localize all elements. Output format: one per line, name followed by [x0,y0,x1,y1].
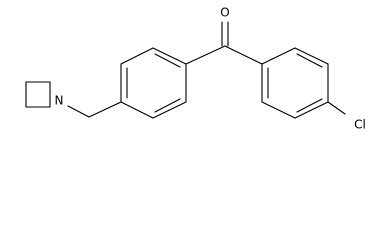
bond [327,101,346,115]
bond [88,101,122,118]
chemical-structure: O N Cl [25,6,366,132]
nitrogen-atom-label: N [55,94,64,108]
bond [67,105,90,118]
aromatic-bond [296,98,323,113]
benzene-ring-right [261,47,329,119]
bond [261,101,296,119]
bond [261,47,296,65]
methylene-linker [67,101,122,118]
chlorine-atom-label: Cl [354,118,366,132]
azetidine-ring [25,81,51,108]
bond [120,101,154,119]
bond [152,101,187,119]
aromatic-bond [296,53,323,68]
bond [185,45,226,65]
bond [152,47,187,65]
aromatic-bond [154,53,181,68]
bond [294,47,329,65]
aromatic-bond [154,98,181,113]
bond [224,45,263,65]
bond [120,47,154,65]
oxygen-atom-label: O [220,6,229,20]
bond [294,101,329,119]
carbonyl-group [185,21,263,65]
benzene-ring-left [120,47,187,119]
